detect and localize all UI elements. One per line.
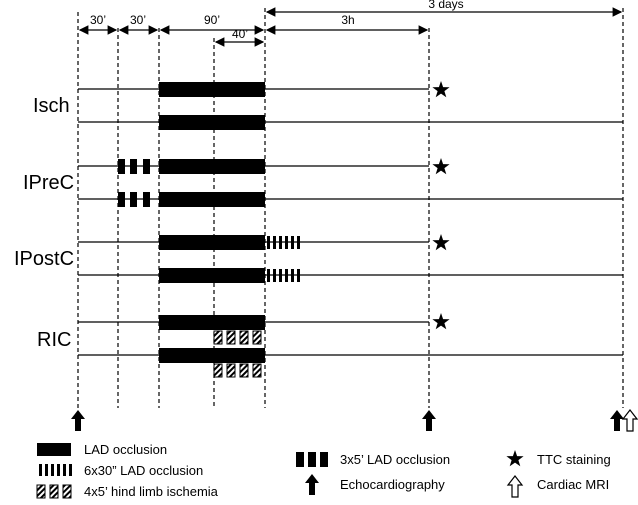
lad-bar-ipostc-2 <box>159 268 265 283</box>
lad-bar-iprec-2 <box>159 192 265 207</box>
precond-block <box>118 159 125 174</box>
group-label-ric: RIC <box>37 329 72 351</box>
postcond-stripe <box>279 236 282 249</box>
lad-bar-isch-1 <box>159 82 265 97</box>
filled-up-arrow-icon <box>422 410 436 431</box>
lad-bar-isch-2 <box>159 115 265 130</box>
postcond-stripe <box>267 269 270 282</box>
echo-arrows <box>71 410 624 431</box>
outline-up-arrow-icon <box>621 409 638 432</box>
precond-block <box>130 159 137 174</box>
postcond-stripe <box>279 269 282 282</box>
hindlimb-block <box>226 363 236 378</box>
legend-mri: Cardiac MRI <box>537 477 610 492</box>
precond-block <box>143 159 150 174</box>
group-label-isch: Isch <box>33 95 70 117</box>
hindlimb-block <box>226 330 236 345</box>
lad-bar-ric-1 <box>159 315 265 330</box>
star-icon <box>432 81 450 98</box>
legend-echo: Echocardiography <box>340 477 445 492</box>
legend-3x5: 3x5’ LAD occlusion <box>340 452 451 467</box>
hindlimb-block <box>252 330 262 345</box>
precond-block <box>118 192 125 207</box>
hindlimb-block <box>213 363 223 378</box>
precond-block <box>143 192 150 207</box>
postcond-stripe <box>273 236 276 249</box>
postcond-stripe <box>291 236 294 249</box>
filled-up-arrow-icon <box>610 410 624 431</box>
legend-echo-arrow-icon <box>305 474 319 495</box>
postcond-stripe <box>273 269 276 282</box>
hindlimb-block <box>252 363 262 378</box>
filled-up-arrow-icon <box>71 410 85 431</box>
legend-3x5-swatch <box>296 452 328 467</box>
legend-hindlimb-swatch <box>36 484 72 499</box>
lad-occlusion-bars <box>159 82 265 363</box>
label-30a: 30’ <box>90 13 106 27</box>
legend-6x30: 6x30” LAD occlusion <box>84 463 204 478</box>
legend-ttc: TTC staining <box>537 452 611 467</box>
interval-arrows <box>78 7 623 47</box>
lad-bar-ipostc-1 <box>159 235 265 250</box>
label-40: 40’ <box>232 27 248 41</box>
group-label-iprec: IPreC <box>23 172 75 194</box>
hindlimb-block <box>239 363 249 378</box>
hindlimb-block <box>239 330 249 345</box>
legend-6x30-swatch <box>39 464 72 476</box>
postconditioning-stripes <box>267 236 300 282</box>
postcond-stripe <box>267 236 270 249</box>
legend-star-icon <box>506 450 524 467</box>
legend-lad-swatch <box>37 443 71 456</box>
legend-mri-arrow-icon <box>506 475 524 498</box>
label-90: 90’ <box>204 13 220 27</box>
postcond-stripe <box>291 269 294 282</box>
legend-swatches <box>36 443 524 499</box>
star-icon <box>432 234 450 251</box>
legend-lad-occlusion: LAD occlusion <box>84 442 168 457</box>
postcond-stripe <box>285 269 288 282</box>
precond-block <box>130 192 137 207</box>
legend-hind-limb: 4x5’ hind limb ischemia <box>84 484 218 499</box>
label-3h: 3h <box>341 13 354 27</box>
star-icon <box>432 158 450 175</box>
star-icon <box>432 313 450 330</box>
lad-bar-ric-2 <box>159 348 265 363</box>
label-3d: 3 days <box>428 0 463 11</box>
postcond-stripe <box>297 269 300 282</box>
preconditioning-blocks <box>118 159 150 207</box>
lad-bar-iprec-1 <box>159 159 265 174</box>
hindlimb-block <box>213 330 223 345</box>
postcond-stripe <box>297 236 300 249</box>
ttc-stars <box>432 81 450 330</box>
group-label-ipostc: IPostC <box>14 248 75 270</box>
postcond-stripe <box>285 236 288 249</box>
hind-limb-blocks <box>213 330 262 378</box>
label-30b: 30’ <box>130 13 146 27</box>
